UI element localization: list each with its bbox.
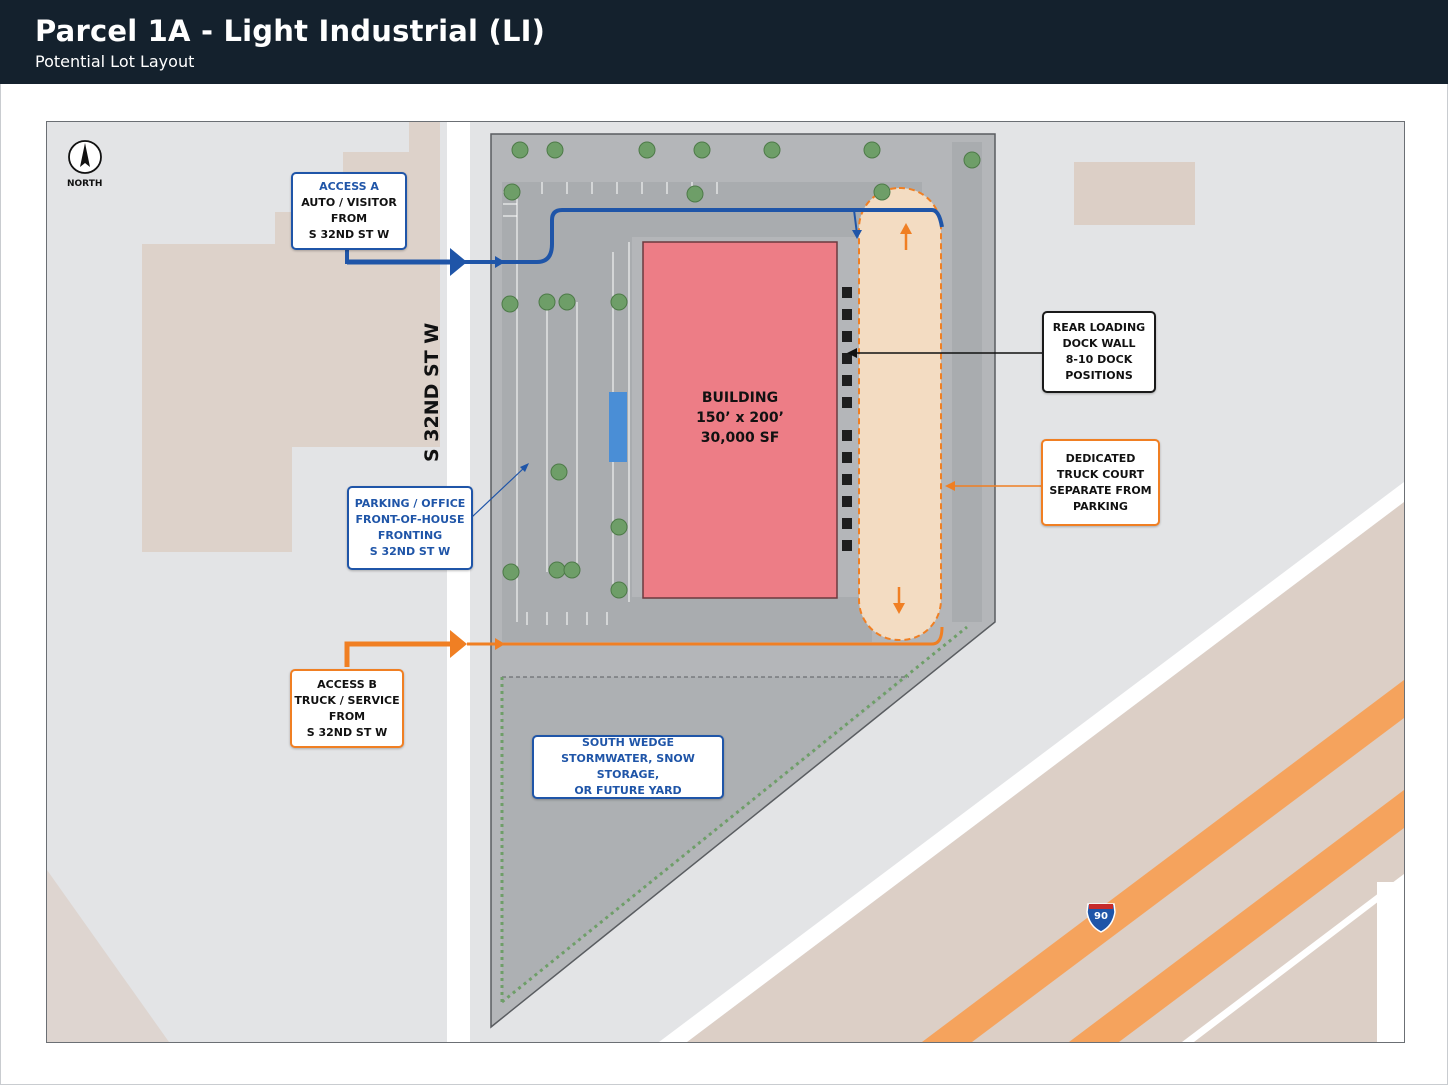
- page-title: Parcel 1A - Light Industrial (LI): [35, 14, 546, 48]
- interstate-shield-icon: [1086, 903, 1116, 933]
- neighbor-building-east: [1074, 162, 1195, 225]
- north-label: NORTH: [67, 179, 103, 189]
- highway-lane-north: [922, 680, 1404, 1042]
- southwest-lot: [47, 870, 169, 1042]
- access-a-line4: S 32ND ST W: [308, 228, 390, 241]
- parking-line1: PARKING / OFFICE: [354, 497, 466, 510]
- parking-line4: S 32ND ST W: [369, 545, 451, 558]
- truck-court-line1: DEDICATED: [1065, 451, 1136, 465]
- accessible-parking: [609, 392, 627, 462]
- loading-dock-line2: DOCK WALL: [1062, 337, 1136, 350]
- access-a-arrow: [450, 248, 467, 276]
- access-b-line2: TRUCK / SERVICE: [294, 693, 400, 707]
- truck-court-line4: PARKING: [1073, 499, 1128, 513]
- south-wedge-line1: SOUTH WEDGE: [581, 736, 675, 749]
- building-label: BUILDING 150’ x 200’ 30,000 SF: [643, 388, 837, 448]
- access-a-route: [345, 208, 944, 264]
- east-drive: [952, 142, 982, 622]
- site-map[interactable]: NORTH 90 S 32ND ST W BUILDING 150’ x 200…: [46, 121, 1405, 1043]
- south-wedge-line2: STORMWATER, SNOW STORAGE,: [561, 752, 695, 781]
- loading-dock-line3: 8-10 DOCK: [1065, 353, 1133, 366]
- callout-truck-court[interactable]: DEDICATED TRUCK COURT SEPARATE FROM PARK…: [1041, 439, 1160, 526]
- building-dimensions: 150’ x 200’: [696, 410, 784, 426]
- truck-court-line3: SEPARATE FROM: [1049, 483, 1152, 497]
- site-plan-graphic: [47, 122, 1404, 1042]
- north-arrow-icon: [68, 140, 102, 174]
- building-area: 30,000 SF: [700, 430, 780, 446]
- loading-dock-line4: POSITIONS: [1065, 369, 1133, 382]
- access-a-line2: AUTO / VISITOR: [301, 196, 397, 209]
- access-b-line4: S 32ND ST W: [306, 725, 388, 739]
- access-b-route: [344, 641, 452, 667]
- loading-dock-line1: REAR LOADING: [1052, 321, 1146, 334]
- truck-court-direction-arrows: [893, 223, 912, 614]
- highway-shoulder: [659, 482, 1404, 1042]
- south-drive-aisle: [502, 597, 872, 642]
- frontage-road: [1377, 882, 1404, 1042]
- access-a-line3: FROM: [330, 212, 368, 225]
- interstate-label: 90: [1094, 911, 1108, 922]
- highway-lane-south: [1069, 790, 1404, 1042]
- callout-parking[interactable]: PARKING / OFFICE FRONT-OF-HOUSE FRONTING…: [347, 486, 473, 570]
- street-s-32nd: [447, 122, 470, 1042]
- loading-dock-doors: [842, 287, 852, 551]
- truck-court: [858, 187, 942, 641]
- parking-leader: [471, 466, 526, 518]
- highway-ramp: [1182, 874, 1404, 1042]
- building-footprint: [642, 241, 838, 599]
- callout-access-a[interactable]: ACCESS A AUTO / VISITOR FROM S 32ND ST W: [291, 172, 407, 250]
- wedge-hedge: [500, 625, 968, 1004]
- parking-line3: FRONTING: [377, 529, 443, 542]
- access-b-line1: ACCESS B: [317, 677, 377, 691]
- callout-south-wedge[interactable]: SOUTH WEDGE STORMWATER, SNOW STORAGE, OR…: [532, 735, 724, 799]
- south-wedge-line3: OR FUTURE YARD: [574, 784, 682, 797]
- access-b-line3: FROM: [328, 709, 366, 723]
- callout-loading-dock[interactable]: REAR LOADING DOCK WALL 8-10 DOCK POSITIO…: [1042, 311, 1156, 393]
- parking-line2: FRONT-OF-HOUSE: [355, 513, 465, 526]
- header-bar: Parcel 1A - Light Industrial (LI) Potent…: [0, 0, 1448, 84]
- landscape-trees: [501, 141, 981, 599]
- page-subtitle: Potential Lot Layout: [35, 52, 195, 71]
- access-a-title: ACCESS A: [319, 180, 379, 193]
- street-name: S 32ND ST W: [421, 322, 443, 462]
- building-title: BUILDING: [701, 390, 779, 406]
- access-b-arrow: [450, 630, 467, 658]
- callout-access-b[interactable]: ACCESS B TRUCK / SERVICE FROM S 32ND ST …: [290, 669, 404, 748]
- truck-court-line2: TRUCK COURT: [1056, 467, 1145, 481]
